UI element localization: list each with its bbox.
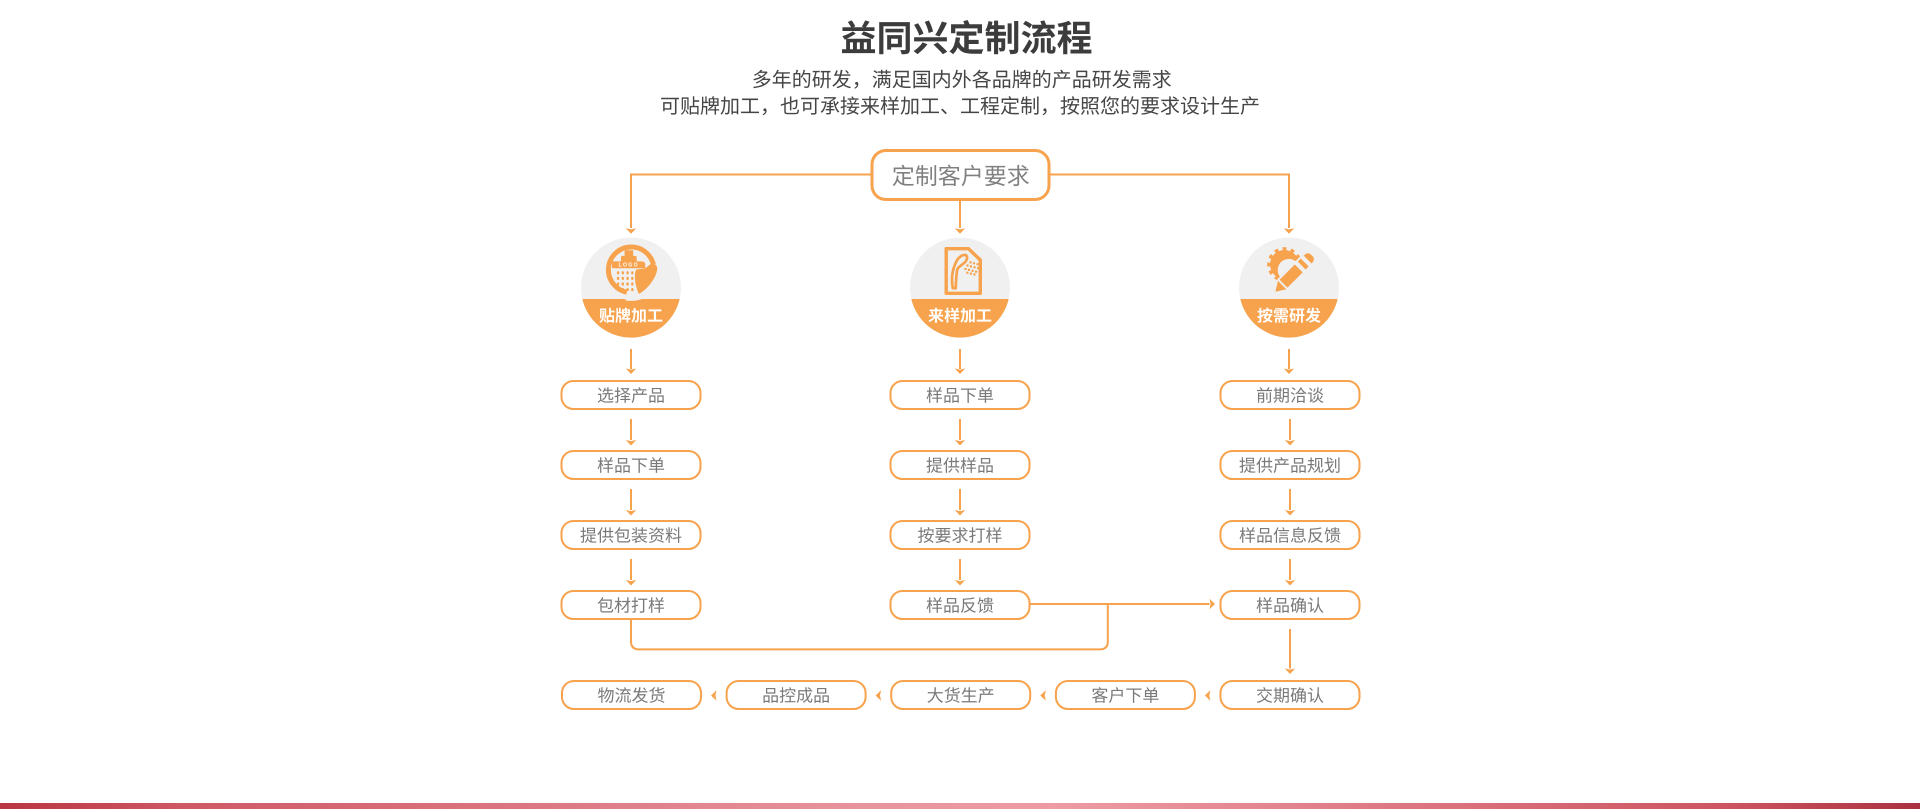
svg-text:LOGO: LOGO	[618, 262, 638, 268]
